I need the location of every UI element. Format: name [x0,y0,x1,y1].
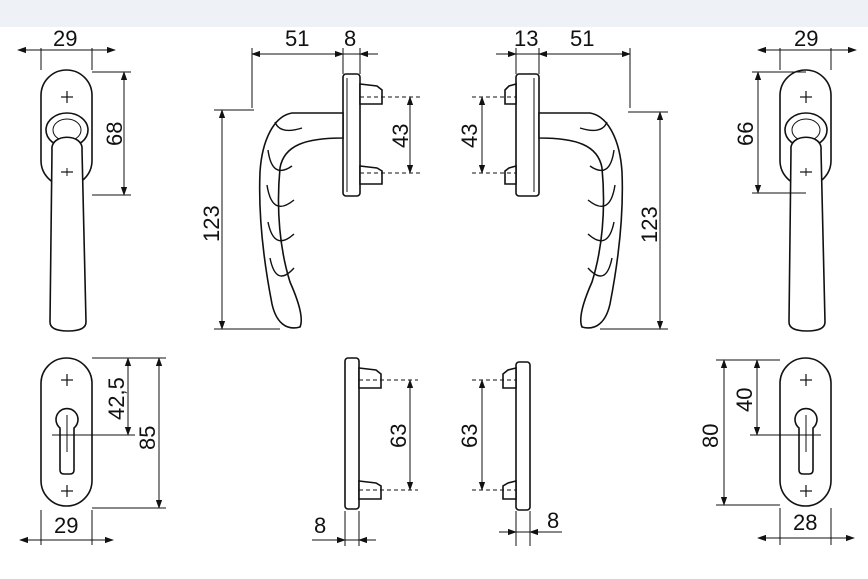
dim-height-68: 68 [102,122,127,146]
dim-width-28: 28 [793,510,817,535]
dim-base-8-c: 8 [314,513,326,538]
dim-width-29-e: 29 [54,513,78,538]
dim-pitch-43-a: 43 [388,124,413,148]
dim-width-29-a: 29 [53,26,77,51]
handle-lever-left [49,136,87,332]
dims-view-7: 63 8 [457,379,562,546]
keyhole-rosette-right [779,357,832,507]
dim-height-66: 66 [733,122,758,146]
rosette-side-d [515,361,531,511]
dim-pitch-43-b: 43 [457,124,482,148]
dim-base-8-d: 8 [547,508,559,533]
rosette-side-c [344,357,360,510]
dim-half-40: 40 [732,388,757,412]
dim-height-85: 85 [135,426,160,450]
dim-base-13: 13 [514,26,538,51]
side-view-handle-b [472,73,624,329]
dim-offset-51-a: 51 [285,26,309,51]
spindle-a-bottom [359,165,383,185]
lever-side-a [258,112,344,329]
dim-height-80: 80 [698,424,723,448]
dims-view-3: 13 51 43 123 [457,26,668,330]
spindle-a-top [359,83,383,105]
side-rosette-b [472,361,531,511]
spindle-b-bottom [504,164,517,185]
dim-offset-51-b: 51 [570,26,594,51]
dims-view-5: 42,5 85 29 [19,357,166,545]
side-view-handle-a [258,73,420,329]
spindle-b-top [504,82,517,105]
keyhole-rosette-left [40,357,93,507]
side-rosette-a [344,357,418,510]
dim-height-123-a: 123 [199,205,224,242]
dim-height-123-b: 123 [637,206,662,243]
dim-width-29-d: 29 [794,26,818,51]
front-view-left-handle [40,69,93,332]
dim-half-42-5: 42,5 [104,377,129,420]
dims-view-1: 29 68 [17,26,131,196]
top-band [0,0,868,27]
handle-lever-right [788,136,826,332]
dim-base-8-a: 8 [344,26,356,51]
front-view-right-handle [779,69,832,332]
dims-view-4: 29 66 [733,26,857,194]
dim-pitch-63-b: 63 [457,424,482,448]
dims-view-2: 51 8 123 43 [199,26,414,330]
dims-view-6: 63 8 [312,379,414,546]
rosette-side-b [515,73,540,197]
rosette-side-a [342,73,361,197]
lever-side-b [538,112,624,329]
dims-view-8: 40 80 28 [698,359,855,545]
dim-pitch-63-a: 63 [386,424,411,448]
